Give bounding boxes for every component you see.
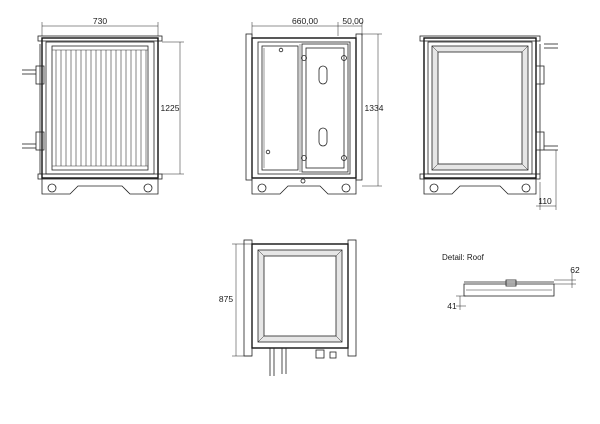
rear-foot-dim: 110 [538, 196, 552, 206]
front-view: 730 1225 [22, 16, 184, 195]
side-view: 660,00 50,00 1334 [245, 16, 384, 195]
detail-title: Detail: Roof [442, 253, 485, 262]
front-height-dim: 1225 [161, 103, 180, 113]
detail-top-dim: 62 [570, 265, 580, 275]
side-height-dim: 1334 [365, 103, 384, 113]
detail-bottom-dim: 41 [447, 301, 457, 311]
side-width-dim: 660,00 [292, 16, 318, 26]
detail-roof: Detail: Roof 62 41 [442, 253, 580, 311]
front-width-dim: 730 [93, 16, 107, 26]
side-offset-dim: 50,00 [342, 16, 364, 26]
rear-view: 110 [419, 35, 558, 210]
top-view: 875 [219, 239, 357, 376]
top-depth-dim: 875 [219, 294, 233, 304]
coil-fins [55, 50, 147, 166]
